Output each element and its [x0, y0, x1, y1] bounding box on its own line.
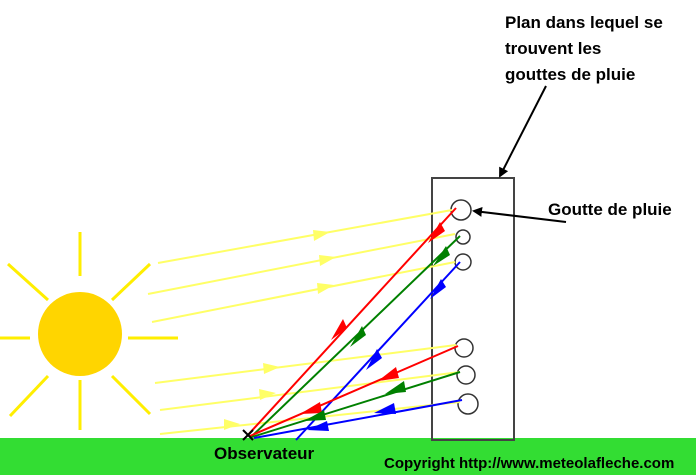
observer-marker: [242, 429, 254, 441]
raindrop: [455, 229, 471, 245]
observer-label: Observateur: [214, 444, 315, 463]
plane-label-line2: trouvent les: [505, 39, 602, 58]
sunlight-arrowheads: [224, 230, 336, 430]
sun-rays: [0, 232, 178, 430]
raindrop: [457, 393, 479, 415]
plane-label-line1: Plan dans lequel se: [505, 13, 663, 32]
drop-pointer-arrow: [472, 206, 567, 223]
raindrop: [454, 338, 474, 358]
refracted-arrowheads: [300, 222, 450, 431]
raindrop-plane: [431, 177, 515, 441]
raindrops: [450, 199, 479, 415]
plane-label: Plan dans lequel se trouvent les gouttes…: [505, 10, 663, 88]
sunlight-rays: [147, 209, 461, 435]
ground: [0, 438, 696, 475]
copyright-text: Copyright http://www.meteolafleche.com: [384, 455, 675, 472]
plane-pointer-arrow: [499, 85, 547, 178]
sun: [38, 292, 122, 376]
lower-refracted-rays: [249, 345, 463, 439]
raindrop: [454, 253, 472, 271]
raindrop: [456, 365, 476, 385]
plane-label-line3: gouttes de pluie: [505, 65, 636, 84]
drop-label: Goutte de pluie: [548, 200, 672, 219]
